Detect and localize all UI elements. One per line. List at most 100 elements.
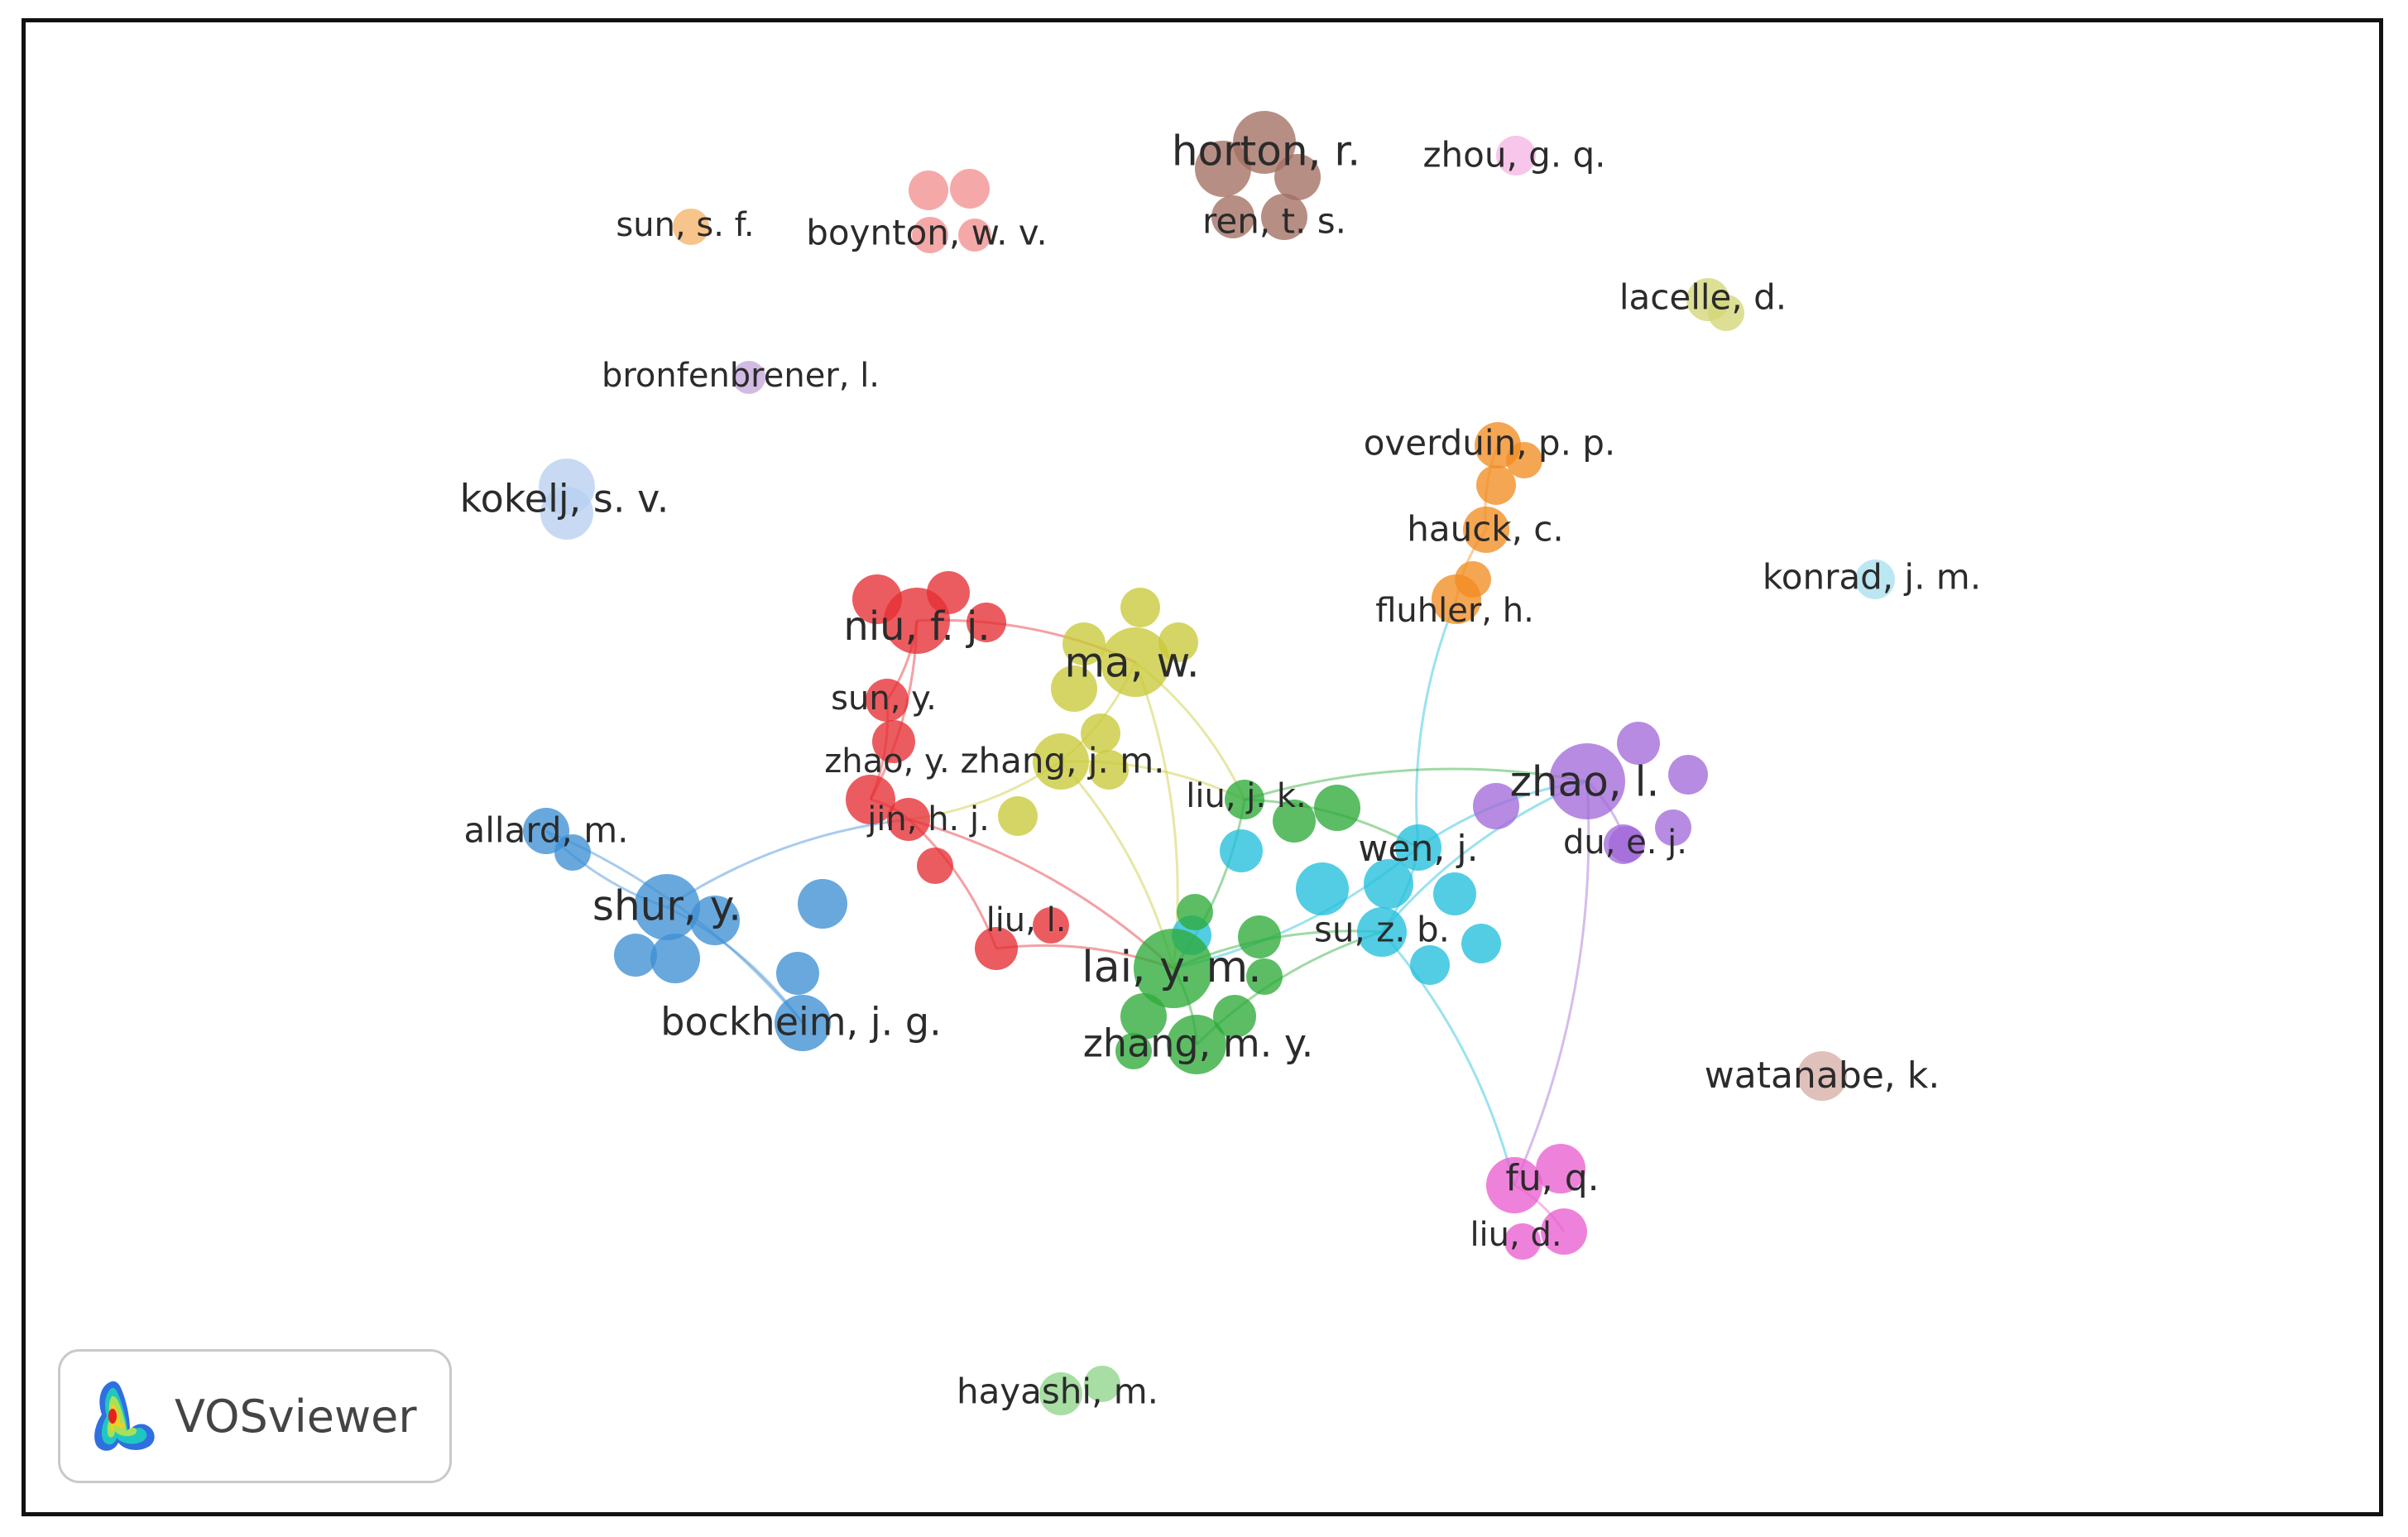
author-node-ma-peer[interactable] xyxy=(1158,622,1198,662)
author-label-shur[interactable]: shur, y. xyxy=(592,882,741,930)
author-node-bockheim-peer[interactable] xyxy=(776,952,819,995)
author-label-kokelj[interactable]: kokelj, s. v. xyxy=(460,477,669,521)
author-label-suny[interactable]: sun, y. xyxy=(831,680,937,718)
author-node-boynton-peer[interactable] xyxy=(950,169,990,209)
author-node-zhaol-peer[interactable] xyxy=(1617,722,1660,765)
author-node-ma[interactable] xyxy=(1101,627,1170,697)
author-node-suny[interactable] xyxy=(866,679,909,722)
author-node-boynton-peer[interactable] xyxy=(958,219,991,252)
author-label-zhou[interactable]: zhou, g. q. xyxy=(1422,135,1605,175)
author-label-zhangmy[interactable]: zhang, m. y. xyxy=(1083,1021,1313,1066)
author-label-overduin[interactable]: overduin, p. p. xyxy=(1364,423,1616,464)
author-node-overduin-peer[interactable] xyxy=(1506,442,1542,478)
author-node-horton-peer[interactable] xyxy=(1195,141,1251,197)
author-node-zhaoy-peer[interactable] xyxy=(872,720,915,763)
author-label-niu[interactable]: niu, f. j. xyxy=(843,603,990,650)
author-node-zhaol-peer[interactable] xyxy=(1668,755,1708,795)
author-label-wen[interactable]: wen, j. xyxy=(1358,828,1478,870)
author-label-jin[interactable]: jin, h. j. xyxy=(866,800,990,838)
author-label-ma[interactable]: ma, w. xyxy=(1064,639,1199,687)
author-label-zhangjm[interactable]: zhang, j. m. xyxy=(960,741,1164,781)
author-node-hayashi[interactable] xyxy=(1039,1372,1082,1415)
author-node-fluhler-peer[interactable] xyxy=(1455,561,1491,598)
author-node-lai-peer[interactable] xyxy=(1238,915,1281,958)
author-node-suzb[interactable] xyxy=(1357,907,1407,957)
author-node-watanabe[interactable] xyxy=(1797,1051,1847,1101)
author-node-zhangjm-peer[interactable] xyxy=(998,796,1038,836)
author-node-ma-peer[interactable] xyxy=(1051,665,1097,712)
author-label-liul[interactable]: liu, l. xyxy=(986,901,1067,939)
author-node-wen-peer[interactable] xyxy=(1433,872,1476,915)
author-node-jin-peer[interactable] xyxy=(917,848,953,884)
author-node-lai[interactable] xyxy=(1134,929,1213,1008)
author-node-suzb-peer[interactable] xyxy=(1410,945,1450,985)
author-label-due[interactable]: du, e. j. xyxy=(1563,824,1687,862)
author-node-horton-peer[interactable] xyxy=(1211,195,1254,238)
author-node-lai-peer[interactable] xyxy=(1177,894,1213,930)
author-node-zhangmy-peer[interactable] xyxy=(1213,995,1256,1038)
author-node-niu-peer[interactable] xyxy=(967,603,1006,642)
author-label-hayashi[interactable]: hayashi, m. xyxy=(957,1371,1158,1412)
author-label-zhaol[interactable]: zhao, l. xyxy=(1510,758,1660,806)
author-node-zhangmy-peer[interactable] xyxy=(1115,1033,1152,1069)
author-node-suzb-peer[interactable] xyxy=(1461,924,1501,963)
author-node-zhou[interactable] xyxy=(1496,136,1536,175)
author-node-hauck[interactable] xyxy=(1463,507,1509,553)
author-label-fluhler[interactable]: fluhler, h. xyxy=(1375,592,1534,630)
author-node-wen-peer[interactable] xyxy=(1364,859,1413,909)
author-node-shur-peer[interactable] xyxy=(650,934,700,983)
author-node-zhaol-peer[interactable] xyxy=(1473,783,1519,829)
author-node-fu[interactable] xyxy=(1486,1157,1542,1213)
author-node-lai-peer[interactable] xyxy=(1246,958,1283,995)
author-node-boynton-peer[interactable] xyxy=(912,217,948,253)
author-node-niu-peer[interactable] xyxy=(852,574,902,624)
author-label-bronfenbrener[interactable]: bronfenbrener, l. xyxy=(602,357,880,395)
author-node-zhangjm[interactable] xyxy=(1033,733,1089,790)
author-label-ren[interactable]: ren, t. s. xyxy=(1202,201,1346,242)
author-label-allard[interactable]: allard, m. xyxy=(464,810,629,851)
author-label-hauck[interactable]: hauck, c. xyxy=(1407,509,1564,550)
author-node-zhangjm-peer[interactable] xyxy=(1089,750,1129,790)
author-label-fu[interactable]: fu, q. xyxy=(1505,1157,1599,1199)
author-node-horton-peer[interactable] xyxy=(1261,194,1307,240)
author-node-boynton[interactable] xyxy=(909,171,948,210)
author-node-shur[interactable] xyxy=(634,874,700,940)
author-label-zhaoy[interactable]: zhao, y. xyxy=(824,742,949,781)
author-node-zhangjm-peer[interactable] xyxy=(1081,713,1120,753)
author-node-liud-peer[interactable] xyxy=(1504,1223,1541,1260)
author-label-lacelle[interactable]: lacelle, d. xyxy=(1619,277,1787,318)
author-label-boynton[interactable]: boynton, w. v. xyxy=(806,213,1047,253)
author-label-liud[interactable]: liu, d. xyxy=(1470,1216,1561,1254)
author-label-watanabe[interactable]: watanabe, k. xyxy=(1705,1054,1940,1097)
author-node-zhangmy[interactable] xyxy=(1167,1015,1226,1074)
author-node-horton-peer[interactable] xyxy=(1274,154,1321,200)
author-node-wen-peer[interactable] xyxy=(1220,829,1263,872)
author-node-suzb-peer[interactable] xyxy=(1296,862,1349,915)
author-label-liujk[interactable]: liu, j. k. xyxy=(1186,777,1306,815)
author-node-lacelle-peer[interactable] xyxy=(1708,295,1744,331)
author-label-bockheim[interactable]: bockheim, j. g. xyxy=(660,1000,941,1045)
author-node-due[interactable] xyxy=(1609,826,1645,862)
author-node-liujk-peer[interactable] xyxy=(1314,785,1360,831)
author-node-liud[interactable] xyxy=(1541,1208,1587,1255)
author-node-overduin-peer[interactable] xyxy=(1476,465,1516,505)
author-node-zhaol[interactable] xyxy=(1549,743,1625,819)
author-node-sunsf[interactable] xyxy=(673,209,709,245)
author-node-kokelj-peer[interactable] xyxy=(540,487,593,540)
author-label-horton[interactable]: horton, r. xyxy=(1172,127,1360,175)
author-node-liul-peer[interactable] xyxy=(1033,907,1069,944)
author-node-niu-peer[interactable] xyxy=(927,571,970,614)
author-label-lai[interactable]: lai, y. m. xyxy=(1082,943,1261,992)
author-node-konrad[interactable] xyxy=(1855,560,1895,599)
author-node-jin[interactable] xyxy=(887,798,930,841)
author-node-shur-peer[interactable] xyxy=(798,879,847,929)
author-node-zhaoy[interactable] xyxy=(846,775,895,824)
author-node-allard-peer[interactable] xyxy=(554,834,591,871)
author-node-fu-peer[interactable] xyxy=(1536,1144,1585,1194)
author-label-suzb[interactable]: su, z. b. xyxy=(1314,910,1450,950)
author-node-shur-peer[interactable] xyxy=(690,896,740,945)
author-node-bockheim[interactable] xyxy=(775,995,831,1051)
author-node-zhaol-peer[interactable] xyxy=(1655,809,1691,846)
author-node-shur-peer[interactable] xyxy=(614,934,657,977)
author-node-hayashi-peer[interactable] xyxy=(1084,1366,1120,1402)
